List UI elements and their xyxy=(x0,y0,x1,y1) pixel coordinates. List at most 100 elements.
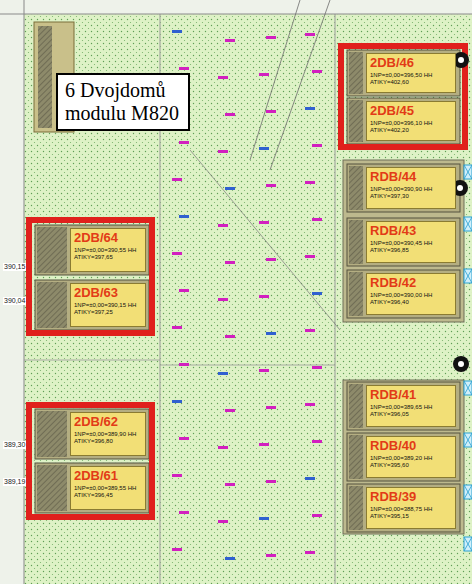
elevation-note: 1NP=±0,00=389,90 HH ATIKY=396,80 xyxy=(74,431,142,445)
spot-elevation: 389,19 xyxy=(3,478,26,486)
site-mark xyxy=(312,70,322,73)
house-code: 2DB/46 xyxy=(370,56,452,70)
elevation-note: 1NP=±0,00=389,65 HH ATIKY=396,05 xyxy=(370,404,452,418)
utility-line xyxy=(250,0,300,160)
house-code: 2DB/64 xyxy=(74,231,142,245)
elevation-note: 1NP=±0,00=390,15 HH ATIKY=397,25 xyxy=(74,302,142,316)
site-mark xyxy=(312,366,322,369)
site-mark xyxy=(266,480,276,483)
house-outline xyxy=(347,50,460,96)
site-mark xyxy=(172,252,182,255)
site-mark xyxy=(259,295,269,298)
house-outline xyxy=(35,463,149,513)
house-outline xyxy=(35,280,149,330)
building-hatch xyxy=(38,26,52,128)
site-mark xyxy=(172,178,182,181)
manhole-symbol xyxy=(464,165,472,179)
house-panel: RDB/40 1NP=±0,00=389,20 HH ATIKY=395,60 xyxy=(366,436,456,478)
site-mark xyxy=(218,298,228,301)
tree-symbol xyxy=(453,356,469,372)
house-outline xyxy=(347,218,460,266)
site-mark xyxy=(305,33,315,36)
elevation-note: 1NP=±0,00=390,55 HH ATIKY=397,65 xyxy=(74,247,142,261)
house-code: RDB/43 xyxy=(370,224,452,238)
site-mark xyxy=(225,113,235,116)
site-mark xyxy=(266,36,276,39)
house-code: 2DB/45 xyxy=(370,104,452,118)
site-mark xyxy=(305,329,315,332)
highlight-frame xyxy=(29,405,152,517)
site-mark xyxy=(225,261,235,264)
site-mark xyxy=(179,67,189,70)
elevation-note: 1NP=±0,00=390,00 HH ATIKY=396,40 xyxy=(370,292,452,306)
house-code: RDB/44 xyxy=(370,170,452,184)
house-outline xyxy=(35,409,149,459)
site-mark xyxy=(259,147,269,150)
site-mark xyxy=(312,514,322,517)
elevation-note: 1NP=±0,00=389,55 HH ATIKY=396,45 xyxy=(74,485,142,499)
site-mark xyxy=(172,400,182,403)
house-code: RDB/42 xyxy=(370,276,452,290)
site-mark xyxy=(218,150,228,153)
house-outline xyxy=(347,484,460,532)
site-mark xyxy=(218,76,228,79)
building-group xyxy=(343,160,464,322)
house-code: RDB/40 xyxy=(370,439,452,453)
house-panel: RDB/391NP=±0,00=388,75 HH ATIKY=395,15 xyxy=(366,487,456,529)
site-mark xyxy=(266,406,276,409)
site-mark xyxy=(305,403,315,406)
boundary-line xyxy=(0,14,472,15)
site-marks xyxy=(172,30,472,560)
spot-elevation: 389,30 xyxy=(3,441,26,449)
house-panel: 2DB/46 1NP=±0,00=396,50 HH ATIKY=402,60 xyxy=(366,53,456,93)
house-panel: RDB/42 1NP=±0,00=390,00 HH ATIKY=396,40 xyxy=(366,273,456,315)
house-panel: RDB/44 1NP=±0,00=390,90 HH ATIKY=397,30 xyxy=(366,167,456,209)
manhole-symbol xyxy=(464,381,472,395)
site-mark xyxy=(179,215,189,218)
site-mark xyxy=(312,440,322,443)
house-outlines xyxy=(35,50,460,532)
house-code: 2DB/61 xyxy=(74,469,142,483)
note-box: 6 Dvojdomů modulu M820 xyxy=(56,73,190,131)
manhole-symbol xyxy=(464,485,472,499)
elevation-note: 1NP=±0,00=396,50 HH ATIKY=402,60 xyxy=(370,72,452,86)
house-code: RDB/39 xyxy=(370,490,452,504)
site-mark xyxy=(225,39,235,42)
house-code: 2DB/62 xyxy=(74,415,142,429)
house-panel: 2DB/64 1NP=±0,00=390,55 HH ATIKY=397,65 xyxy=(70,228,146,272)
highlight-frame xyxy=(341,46,465,147)
house-panel: 2DB/631NP=±0,00=390,15 HH ATIKY=397,25 xyxy=(70,283,146,327)
site-mark xyxy=(312,292,322,295)
manhole-symbol xyxy=(464,269,472,283)
site-mark xyxy=(259,73,269,76)
site-mark xyxy=(312,144,322,147)
site-mark xyxy=(179,289,189,292)
site-mark xyxy=(259,443,269,446)
site-mark xyxy=(218,446,228,449)
elevation-note: 1NP=±0,00=389,20 HH ATIKY=395,60 xyxy=(370,455,452,469)
site-mark xyxy=(266,184,276,187)
site-mark xyxy=(225,409,235,412)
spot-elevation: 390,04 xyxy=(3,297,26,305)
site-mark xyxy=(305,181,315,184)
house-outline xyxy=(35,225,149,275)
manhole-symbol xyxy=(464,537,472,551)
site-mark xyxy=(305,255,315,258)
site-mark xyxy=(172,474,182,477)
elevation-note: 1NP=±0,00=390,90 HH ATIKY=397,30 xyxy=(370,186,452,200)
site-mark xyxy=(266,332,276,335)
site-mark xyxy=(225,335,235,338)
road-edge xyxy=(24,360,160,361)
site-mark xyxy=(305,477,315,480)
spot-elevation: 390,15 xyxy=(3,263,26,271)
utility-line xyxy=(270,0,330,170)
site-mark xyxy=(179,363,189,366)
site-mark xyxy=(259,369,269,372)
site-mark xyxy=(225,483,235,486)
manhole-symbol xyxy=(464,217,472,231)
house-outline xyxy=(347,433,460,481)
manhole-symbol xyxy=(464,433,472,447)
site-mark xyxy=(179,511,189,514)
top-strip xyxy=(0,0,472,14)
